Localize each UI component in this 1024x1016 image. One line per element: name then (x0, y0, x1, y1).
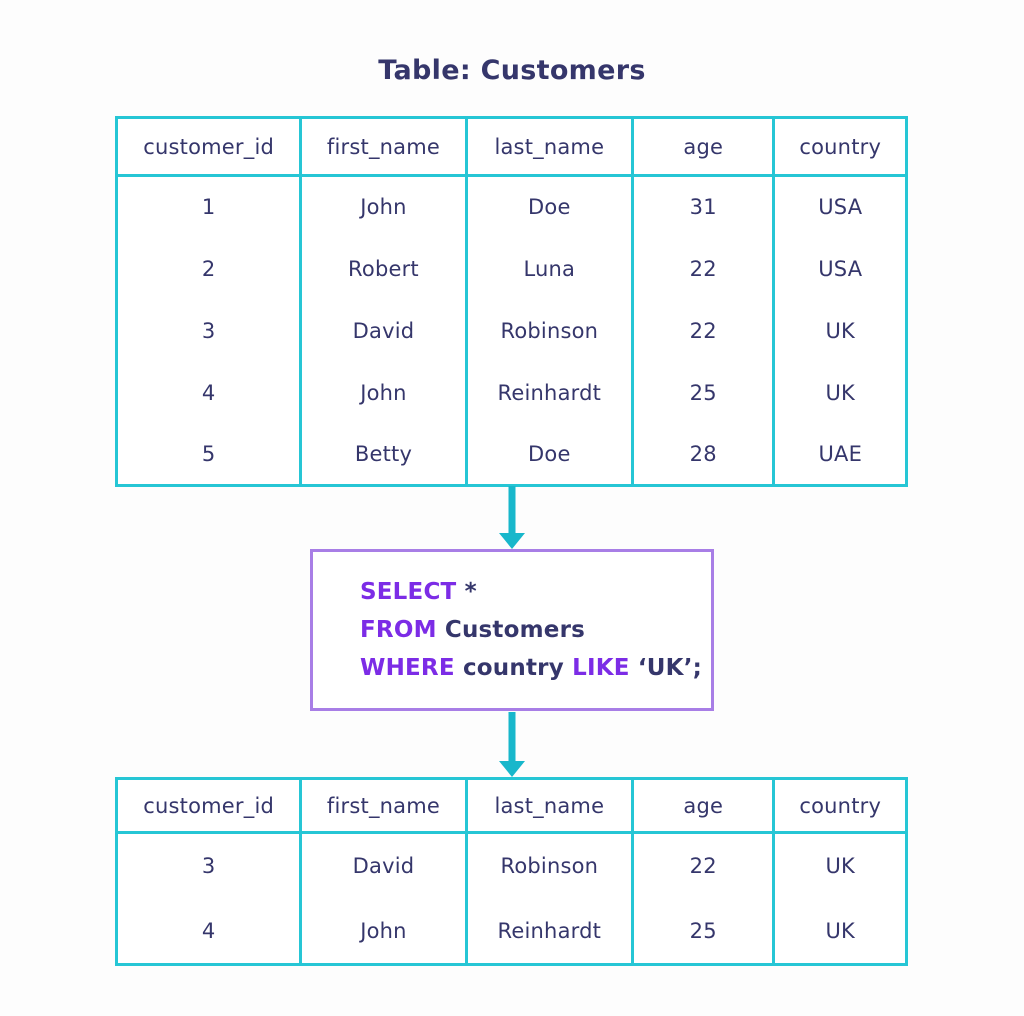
column-header: first_name (299, 778, 468, 834)
column-header: age (630, 117, 776, 177)
column-header: last_name (464, 778, 635, 834)
column-header: customer_id (114, 778, 303, 834)
sql-text: * (456, 579, 477, 605)
table-cell: 4 (114, 361, 303, 424)
sql-line: WHERE country LIKE ‘UK’; (360, 649, 711, 687)
table-cell: 22 (630, 237, 776, 300)
table-cell: UK (772, 361, 908, 424)
sql-line: FROM Customers (360, 611, 711, 649)
table-cell: 28 (630, 423, 776, 486)
column-header: age (630, 778, 776, 834)
column-header: country (772, 778, 908, 834)
sql-keyword: FROM (360, 617, 437, 643)
table-cell: 5 (114, 423, 303, 486)
column-header: customer_id (114, 117, 303, 177)
sql-text: Customers (436, 617, 586, 643)
table-cell: David (299, 299, 468, 362)
sql-keyword: LIKE (572, 655, 630, 681)
column-header: last_name (464, 117, 635, 177)
diagram-title: Table: Customers (378, 55, 646, 86)
table-cell: David (299, 832, 468, 899)
table-cell: 22 (630, 832, 776, 899)
table-cell: Doe (464, 423, 635, 486)
table-cell: John (299, 175, 468, 238)
column-header: first_name (299, 117, 468, 177)
table-cell: 31 (630, 175, 776, 238)
table-cell: Robinson (464, 299, 635, 362)
table-cell: 2 (114, 237, 303, 300)
sql-keyword: SELECT (360, 579, 457, 605)
sql-keyword: WHERE (360, 655, 455, 681)
table-cell: UK (772, 898, 908, 965)
table-cell: Luna (464, 237, 635, 300)
table-cell: John (299, 361, 468, 424)
table-cell: 3 (114, 299, 303, 362)
column-header: country (772, 117, 908, 177)
table-cell: UAE (772, 423, 908, 486)
table-cell: USA (772, 175, 908, 238)
sql-text: country (454, 655, 573, 681)
arrow-stem (508, 486, 516, 534)
arrow-head-icon (499, 761, 525, 777)
table-cell: Reinhardt (464, 898, 635, 965)
table-cell: 25 (630, 898, 776, 965)
table-cell: Reinhardt (464, 361, 635, 424)
table-cell: USA (772, 237, 908, 300)
table-cell: Betty (299, 423, 468, 486)
table-cell: UK (772, 299, 908, 362)
sql-text: ‘UK’; (629, 655, 703, 681)
table-cell: 4 (114, 898, 303, 965)
table-cell: 3 (114, 832, 303, 899)
table-cell: Robinson (464, 832, 635, 899)
table-cell: UK (772, 832, 908, 899)
table-cell: Robert (299, 237, 468, 300)
arrow-stem (508, 712, 516, 762)
table-cell: 1 (114, 175, 303, 238)
flow-arrow-bottom (499, 712, 525, 777)
table-cell: Doe (464, 175, 635, 238)
table-cell: 22 (630, 299, 776, 362)
sql-line: SELECT * (360, 573, 711, 611)
table-cell: John (299, 898, 468, 965)
flow-arrow-top (499, 486, 525, 549)
table-cell: 25 (630, 361, 776, 424)
arrow-head-icon (499, 533, 525, 549)
